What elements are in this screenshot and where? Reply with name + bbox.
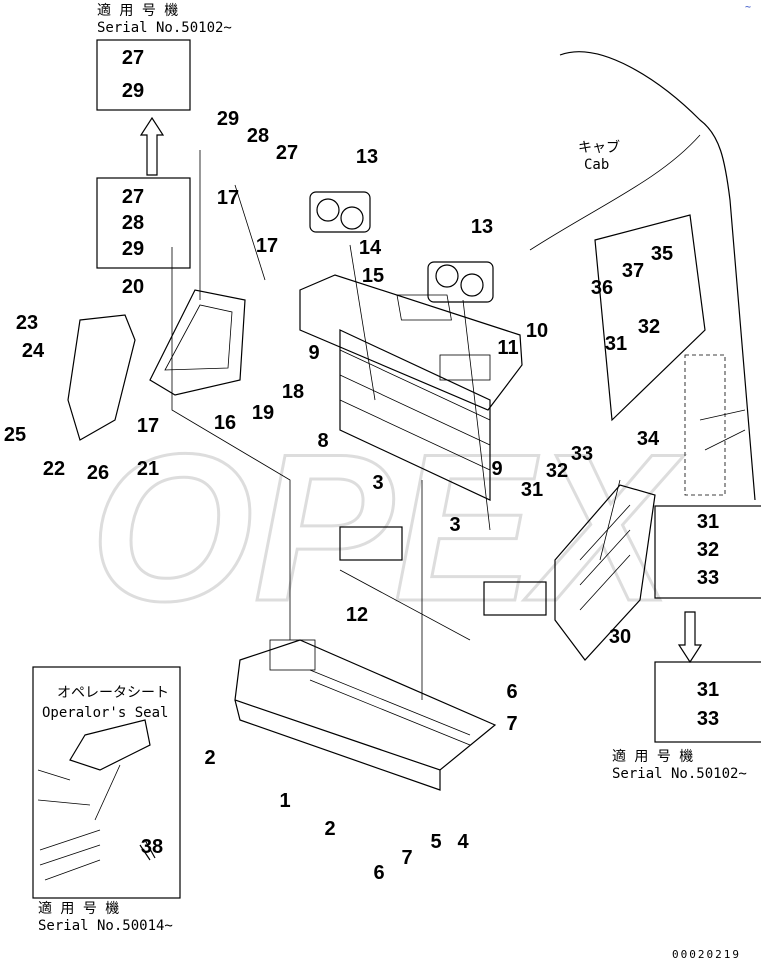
applicable-label-top-left: 適 用 号 機 (97, 2, 178, 19)
fan-unit-left (309, 191, 371, 233)
serial-bottom-right: Serial No.50102~ (612, 766, 747, 782)
callout: 27 (122, 47, 144, 69)
callout: 32 (638, 316, 660, 338)
duct-cover-right (554, 484, 656, 661)
variant-box-top (96, 39, 191, 111)
rear-panel (299, 274, 523, 501)
callouts: 27 29 27 28 29 29 28 27 17 17 20 23 24 2… (4, 47, 719, 884)
callout: 5 (430, 831, 441, 853)
arrow-up-icon (139, 116, 165, 176)
seat-inset-box (32, 666, 181, 899)
callout: 17 (137, 415, 159, 437)
gasket-left (339, 526, 403, 561)
callout: 33 (697, 567, 719, 589)
serial-bottom-left: Serial No.50014~ (38, 918, 173, 934)
callout: 36 (591, 277, 613, 299)
callout: 20 (122, 276, 144, 298)
callout: 24 (22, 340, 45, 362)
callout: 3 (372, 472, 383, 494)
callout: 8 (317, 430, 328, 452)
seat-label-en: Operalor's Seal (42, 705, 168, 721)
callout: 31 (521, 479, 543, 501)
callout: 29 (217, 108, 239, 130)
variant-box-right (654, 505, 761, 599)
callout: 32 (697, 539, 719, 561)
callout: 37 (622, 260, 644, 282)
callout: 31 (697, 511, 719, 533)
cab-label-jp: キャブ (578, 139, 620, 156)
fan-unit-right (427, 261, 494, 303)
callout: 35 (651, 243, 673, 265)
cab-label-en: Cab (584, 157, 609, 173)
callout: 11 (497, 337, 518, 359)
callout: 27 (276, 142, 298, 164)
callout: 34 (637, 428, 660, 450)
callout: 23 (16, 312, 38, 334)
floor-cover (234, 639, 497, 791)
callout: 2 (204, 747, 215, 769)
callout: 7 (401, 847, 412, 869)
gasket-right (483, 581, 547, 616)
callout: 16 (214, 412, 236, 434)
leader-lines (171, 150, 621, 700)
seat-illustration (37, 719, 156, 881)
callout: 12 (346, 604, 368, 626)
callout: 6 (373, 862, 384, 884)
callout: 33 (571, 443, 593, 465)
callout: 25 (4, 424, 26, 446)
callout: 9 (491, 458, 502, 480)
duct-cover-left (67, 314, 136, 441)
callout: 29 (122, 238, 144, 260)
callout: 26 (87, 462, 109, 484)
callout: 29 (122, 80, 144, 102)
callout: 19 (252, 402, 274, 424)
variant-box-left (96, 177, 191, 269)
callout: 30 (609, 626, 631, 648)
callout: 31 (605, 333, 627, 355)
callout: 9 (308, 342, 319, 364)
applicable-label-bottom-left: 適 用 号 機 (38, 900, 119, 917)
bracket (149, 289, 246, 396)
callout: 27 (122, 186, 144, 208)
corner-mark: ~ (745, 2, 751, 13)
callout: 6 (506, 681, 517, 703)
callout: 2 (324, 818, 335, 840)
callout: 31 (697, 679, 719, 701)
callout: 33 (697, 708, 719, 730)
callout: 17 (217, 187, 239, 209)
callout: 4 (457, 831, 469, 853)
callout: 13 (471, 216, 493, 238)
callout: 18 (282, 381, 304, 403)
callout: 13 (356, 146, 378, 168)
callout: 21 (137, 458, 159, 480)
drawing-number: 00020219 (672, 948, 741, 961)
callout: 28 (122, 212, 144, 234)
variant-box-right-lower (654, 661, 761, 743)
callout: 3 (449, 514, 460, 536)
callout: 10 (526, 320, 548, 342)
callout: 17 (256, 235, 278, 257)
applicable-label-bottom-right: 適 用 号 機 (612, 748, 693, 765)
arrow-down-icon (677, 611, 703, 664)
callout: 15 (362, 265, 384, 287)
callout: 1 (279, 790, 290, 812)
callout: 14 (359, 237, 382, 259)
serial-top-left: Serial No.50102~ (97, 20, 232, 36)
callout: 28 (247, 125, 269, 147)
callout: 22 (43, 458, 65, 480)
cab-outline (529, 51, 756, 501)
seat-label-jp: オペレータシート (57, 685, 169, 701)
callout: 32 (546, 460, 568, 482)
callout: 38 (141, 836, 163, 858)
callout: 7 (506, 713, 517, 735)
